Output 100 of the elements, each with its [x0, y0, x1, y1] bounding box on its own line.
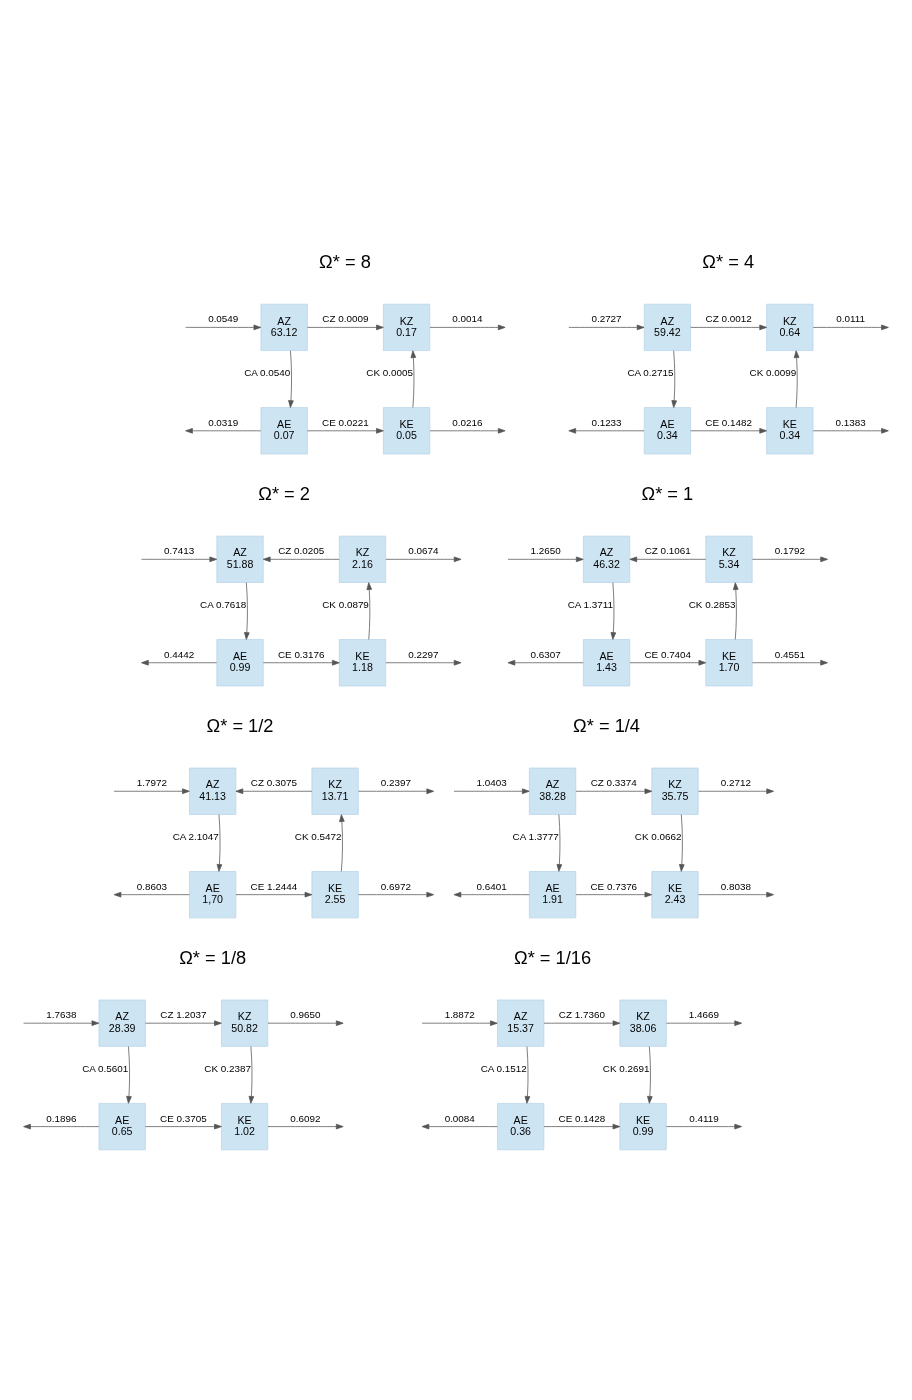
label: Ω* = 1/16	[514, 946, 592, 968]
node-box: AE 0.07	[260, 407, 308, 455]
edge-label: 0.1383	[835, 416, 866, 428]
arrow	[666, 1123, 742, 1130]
arrow	[793, 350, 800, 408]
edge-label: 0.0014	[452, 313, 483, 325]
arrow	[429, 428, 506, 434]
arrow	[507, 556, 584, 563]
arrow	[671, 350, 677, 408]
edge-label: CZ 0.0012	[705, 313, 752, 325]
node-box: KE 0.05	[383, 407, 431, 455]
node-box: KE 1.70	[705, 639, 753, 687]
arrow	[358, 891, 435, 898]
node-box: KE 2.55	[311, 871, 359, 919]
edge-label: CA 0.5601	[82, 1063, 129, 1075]
edge-label: CA 0.0540	[244, 367, 291, 379]
arrow	[23, 1020, 100, 1026]
arrow	[339, 814, 345, 872]
arrow	[429, 324, 506, 331]
arrow	[385, 556, 462, 563]
edge-label: 0.4442	[164, 648, 195, 660]
node-box: KZ 13.71	[311, 767, 359, 815]
node-box: AZ 51.88	[216, 535, 264, 583]
arrow	[543, 1123, 621, 1130]
edge-label: CE 0.3176	[277, 648, 325, 660]
arrow	[812, 428, 889, 434]
edge-label: 0.2712	[720, 777, 751, 789]
arrow	[421, 1020, 498, 1026]
edge-label: 1.2650	[530, 545, 561, 557]
edge-label: CE 0.7404	[644, 648, 692, 660]
arrow	[126, 1046, 132, 1104]
edge-label: CA 0.7618	[200, 599, 247, 611]
arrow	[629, 659, 707, 666]
edge-label: 0.1792	[774, 545, 805, 557]
arrow	[145, 1123, 222, 1130]
node-box: AZ 46.32	[583, 535, 631, 583]
arrow	[575, 788, 653, 795]
edge-label: 1.0403	[476, 777, 507, 789]
edge-label: CZ 0.0009	[322, 313, 369, 325]
arrow	[575, 891, 653, 898]
arrow	[679, 814, 685, 872]
edge-label: CK 0.5472	[294, 831, 342, 843]
node-box: AE 0.36	[497, 1103, 545, 1151]
arrow	[421, 1123, 498, 1130]
arrow	[267, 1020, 344, 1026]
arrow	[666, 1020, 742, 1026]
edge-label: CK 0.0005	[366, 367, 413, 379]
arrow	[244, 582, 250, 640]
edge-label: 1.7972	[136, 777, 167, 789]
arrow	[524, 1046, 531, 1104]
node-box: AE 1.91	[529, 871, 577, 919]
arrow	[752, 556, 828, 563]
edge-label: 0.6972	[380, 880, 412, 892]
arrow	[752, 659, 828, 666]
node-box: AE 1,70	[189, 871, 237, 919]
label: Ω* = 4	[702, 250, 755, 272]
arrow	[453, 788, 530, 795]
node-box: KZ 38.06	[619, 999, 667, 1047]
arrow	[385, 659, 462, 666]
edge-label: CA 0.2715	[627, 367, 674, 379]
node-box: AZ 38.28	[529, 767, 577, 815]
node-box: KE 0.99	[619, 1103, 667, 1151]
node-box: KZ 2.16	[338, 535, 387, 583]
edge-label: CK 0.0099	[749, 367, 797, 379]
arrow	[543, 1020, 621, 1026]
edge-label: CZ 1.2037	[160, 1009, 207, 1021]
edge-label: CE 0.1428	[558, 1112, 606, 1124]
arrow	[113, 788, 190, 795]
label: Ω* = 1	[641, 482, 694, 504]
arrow	[358, 788, 435, 795]
edge-label: 0.2727	[591, 313, 622, 325]
edge-label: 1.7638	[46, 1009, 77, 1021]
node-box: KE 1.02	[221, 1103, 269, 1151]
edge-label: 0.0084	[444, 1112, 475, 1124]
arrow	[568, 324, 645, 331]
edge-label: 0.6092	[290, 1112, 321, 1124]
edge-label: 0.1896	[46, 1112, 77, 1124]
edge-label: 0.0674	[408, 545, 439, 557]
edge-label: CZ 0.3075	[250, 777, 297, 789]
arrow	[235, 891, 313, 898]
arrow	[185, 428, 262, 434]
arrow	[647, 1046, 653, 1104]
edge-label: CE 0.3705	[160, 1112, 207, 1124]
arrow	[307, 428, 384, 434]
node-box: AE 0.65	[98, 1103, 146, 1151]
node-box: KZ 0.17	[383, 303, 431, 351]
node-box: AZ 59.42	[643, 303, 691, 351]
edge-label: CA 1.3711	[567, 599, 614, 611]
edge-label: 0.1233	[591, 416, 622, 428]
arrow	[141, 556, 218, 563]
edge-label: CK 0.2387	[204, 1063, 252, 1075]
node-box: AE 0.99	[216, 639, 264, 687]
edge-label: 0.0216	[452, 416, 483, 428]
node-box: AE 0.34	[643, 407, 691, 455]
arrow	[556, 814, 563, 872]
edge-label: CK 0.2691	[602, 1063, 650, 1075]
arrow	[453, 891, 530, 898]
node-box: KZ 5.34	[705, 535, 753, 583]
edge-label: CK 0.0879	[322, 599, 369, 611]
edge-label: 0.4551	[774, 648, 805, 660]
